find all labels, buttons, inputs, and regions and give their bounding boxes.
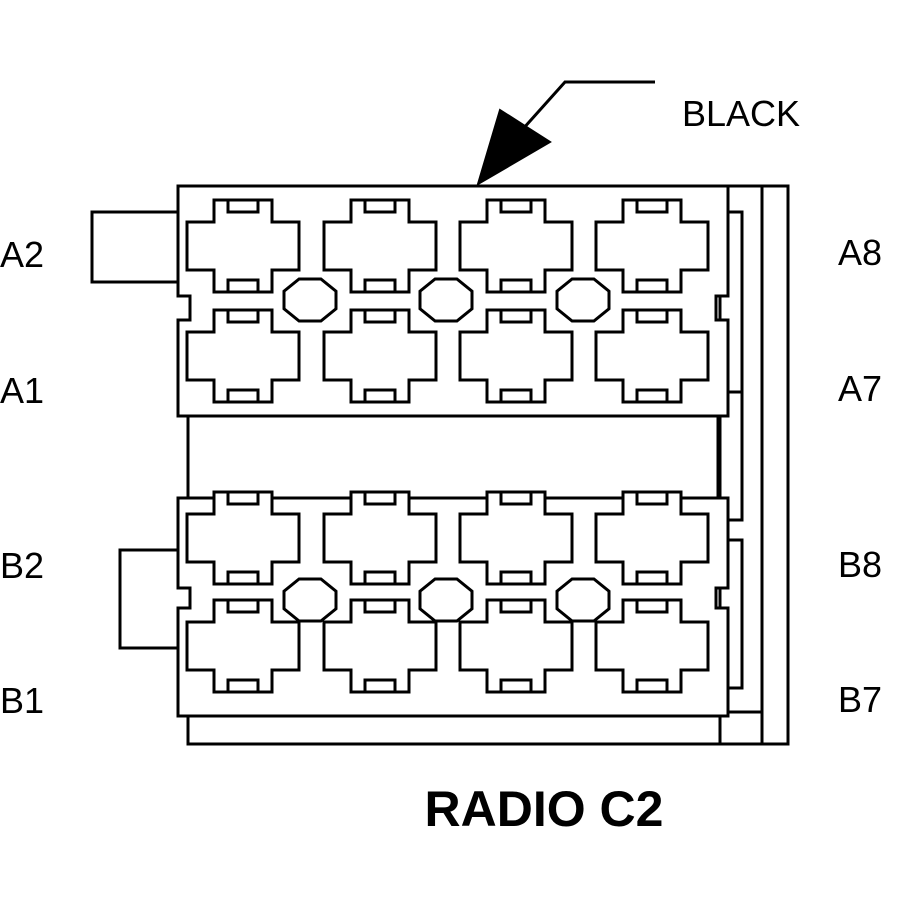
pin-cavity-slot xyxy=(635,200,669,292)
octagon-key xyxy=(282,277,338,323)
pin-cavity-outline xyxy=(322,308,438,404)
pin-cavity-outline xyxy=(458,598,574,694)
pin-cavity xyxy=(458,490,574,586)
pin-cavity-slot xyxy=(635,492,669,584)
pin-cavity-outline xyxy=(322,198,438,294)
pin-cavities xyxy=(185,198,710,694)
connector-title: RADIO C2 xyxy=(425,781,664,837)
pin-cavity xyxy=(322,490,438,586)
pin-cavity-outline xyxy=(458,198,574,294)
pin-cavity-slot xyxy=(499,200,533,292)
left-tab-upper xyxy=(90,210,180,284)
pin-cavity-slot xyxy=(363,600,397,692)
pin-cavity-outline xyxy=(185,490,301,586)
pin-cavity-slot xyxy=(635,310,669,402)
pin-label-b2: B2 xyxy=(0,545,44,586)
pin-label-b8: B8 xyxy=(838,544,882,585)
pin-label-a2: A2 xyxy=(0,234,44,275)
pin-cavity-outline xyxy=(594,308,710,404)
pin-cavity xyxy=(594,490,710,586)
pin-label-b7: B7 xyxy=(838,679,882,720)
pin-label-a7: A7 xyxy=(838,368,882,409)
pin-cavity-slot xyxy=(499,492,533,584)
pin-cavity-outline xyxy=(185,198,301,294)
octagon-key xyxy=(555,577,611,623)
pin-cavity-outline xyxy=(185,598,301,694)
pin-label-a8: A8 xyxy=(838,232,882,273)
pin-cavity-slot xyxy=(226,600,260,692)
pin-label-b1: B1 xyxy=(0,680,44,721)
pin-label-a1: A1 xyxy=(0,370,44,411)
callout-label: BLACK xyxy=(682,93,800,134)
pin-cavity-slot xyxy=(499,600,533,692)
pin-cavity-outline xyxy=(594,490,710,586)
pin-cavity-outline xyxy=(458,490,574,586)
pin-cavity xyxy=(322,308,438,404)
pin-cavity xyxy=(185,598,301,694)
pin-cavity-outline xyxy=(594,598,710,694)
pin-cavity-slot xyxy=(635,600,669,692)
pin-cavity-outline xyxy=(322,598,438,694)
pin-cavity-slot xyxy=(499,310,533,402)
pin-cavity xyxy=(185,308,301,404)
pin-cavity-slot xyxy=(226,200,260,292)
pin-cavity-slot xyxy=(363,200,397,292)
pin-cavity xyxy=(185,198,301,294)
pin-cavity-slot xyxy=(363,310,397,402)
octagon-key xyxy=(418,577,474,623)
pin-cavity xyxy=(185,490,301,586)
pin-cavity xyxy=(458,198,574,294)
octagon-keys xyxy=(282,277,611,623)
pin-cavity xyxy=(458,598,574,694)
pin-cavity xyxy=(322,598,438,694)
pin-cavity-slot xyxy=(226,310,260,402)
left-tab-lower xyxy=(118,548,178,650)
octagon-key xyxy=(555,277,611,323)
pin-cavity xyxy=(594,198,710,294)
pin-cavity xyxy=(594,598,710,694)
pin-cavity xyxy=(458,308,574,404)
pin-cavity-outline xyxy=(185,308,301,404)
pin-cavity-outline xyxy=(594,198,710,294)
pin-cavity-outline xyxy=(322,490,438,586)
pin-cavity-outline xyxy=(458,308,574,404)
octagon-key xyxy=(418,277,474,323)
callout-arrow xyxy=(476,80,655,187)
pin-cavity xyxy=(322,198,438,294)
pin-cavity xyxy=(594,308,710,404)
octagon-key xyxy=(282,577,338,623)
pin-cavity-slot xyxy=(363,492,397,584)
pin-cavity-slot xyxy=(226,492,260,584)
